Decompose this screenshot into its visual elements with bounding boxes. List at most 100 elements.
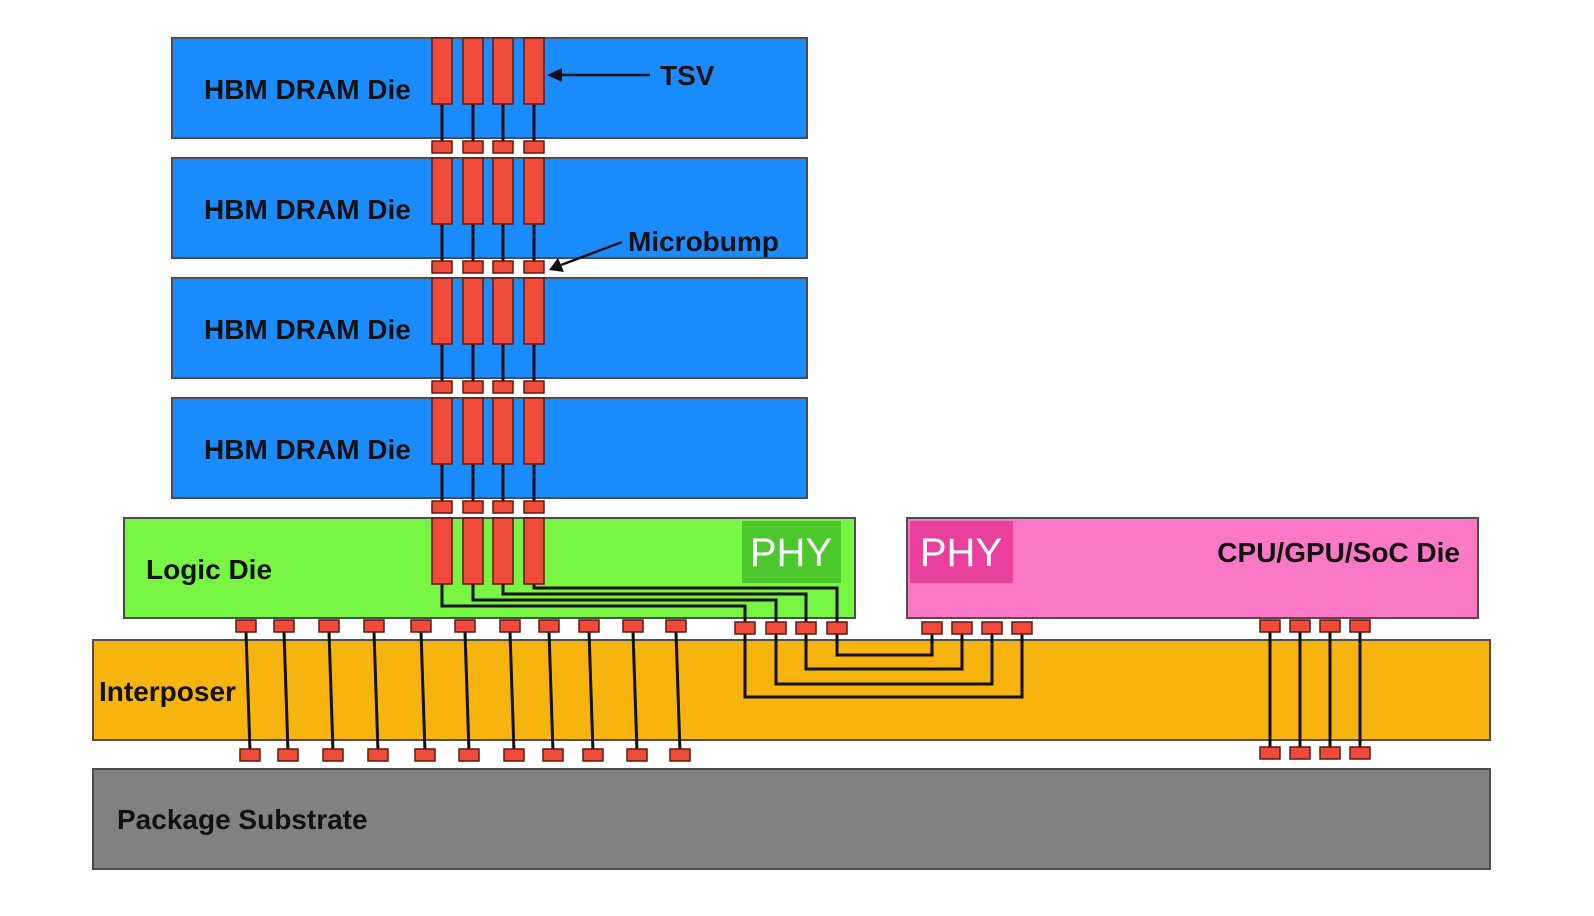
microbump [622,619,644,633]
microbump [578,619,600,633]
tsv [462,397,484,465]
tsv [492,277,514,345]
tsv [523,157,545,225]
microbump [431,500,453,514]
soc-die-group: PHY CPU/GPU/SoC Die [906,517,1479,619]
microbump [921,621,943,635]
microbump [951,621,973,635]
microbump [431,260,453,274]
logic-die-label: Logic Die [146,554,272,585]
hbm-dram-die-1 [171,37,808,139]
microbump [795,621,817,635]
tsv-callout-label: TSV [660,60,715,91]
bump [1289,746,1311,760]
tsv [492,37,514,105]
tsv [462,517,484,585]
interposer-vias-left [244,631,682,753]
bump [1319,746,1341,760]
package-substrate-label: Package Substrate [117,804,368,835]
microbump [538,619,560,633]
bump [239,748,261,762]
microbump [492,380,514,394]
bump [503,748,525,762]
tsv-arrowhead [547,68,562,82]
microbump [462,500,484,514]
interposer-label: Interposer [99,676,236,707]
hbm-dram-die-3 [171,277,808,379]
microbump [273,619,295,633]
tsv-stack-wires [440,104,536,502]
interposer-phy-routing [743,632,1024,699]
tsv [431,277,453,345]
microbump [665,619,687,633]
microbump [363,619,385,633]
microbump [1349,619,1371,633]
tsv [462,37,484,105]
microbumps-stack [431,140,545,514]
hbm-dram-die-label-2: HBM DRAM Die [204,194,411,225]
logic-phy-block [742,521,841,583]
microbump [431,140,453,154]
microbump [462,380,484,394]
tsv [492,517,514,585]
microbump [462,140,484,154]
microbump [410,619,432,633]
microbump [1259,619,1281,633]
bump [669,748,691,762]
microbump [492,140,514,154]
tsv [462,277,484,345]
hbm-stack: HBM DRAM Die HBM DRAM Die HBM DRAM Die H… [171,37,808,499]
bump [626,748,648,762]
logic-die-group: Logic Die PHY [123,517,856,619]
bump [582,748,604,762]
microbump [523,140,545,154]
microbump [318,619,340,633]
microbump [826,621,848,635]
interposer-vias-right [1268,632,1362,752]
microbump [492,260,514,274]
bump [458,748,480,762]
tsv [431,397,453,465]
hbm-dram-die-label-4: HBM DRAM Die [204,434,411,465]
hbm-dram-die-label-1: HBM DRAM Die [204,74,411,105]
microbump-arrowhead [549,258,564,272]
microbump-callout-label: Microbump [628,226,779,257]
microbump [1289,619,1311,633]
microbump [734,621,756,635]
logic-phy-label: PHY [750,531,832,575]
tsv [523,37,545,105]
microbump [981,621,1003,635]
microbump [1011,621,1033,635]
microbump [235,619,257,633]
package-substrate-group: Package Substrate [92,768,1491,870]
tsv [431,517,453,585]
tsv [492,397,514,465]
microbump [454,619,476,633]
bump [1349,746,1371,760]
hbm-dram-die-4 [171,397,808,499]
bump [367,748,389,762]
microbump [462,260,484,274]
soc-phy-block [910,521,1013,583]
interposer-group: Interposer [92,639,1491,741]
interposer [92,639,1491,741]
microbump [765,621,787,635]
logic-to-phy-wires [440,584,839,628]
tsv [523,397,545,465]
bumps-interposer-bottom [239,746,1371,762]
microbump [1319,619,1341,633]
tsv-callout: TSV [547,60,715,91]
microbump [492,500,514,514]
microbump-callout-arrow [560,240,623,267]
tsv [462,157,484,225]
tsvs [431,37,545,585]
microbump [499,619,521,633]
microbump [523,260,545,274]
bump [1259,746,1281,760]
microbump [523,380,545,394]
bump [542,748,564,762]
tsv [492,157,514,225]
bump [414,748,436,762]
microbump-callout: Microbump [549,226,779,272]
